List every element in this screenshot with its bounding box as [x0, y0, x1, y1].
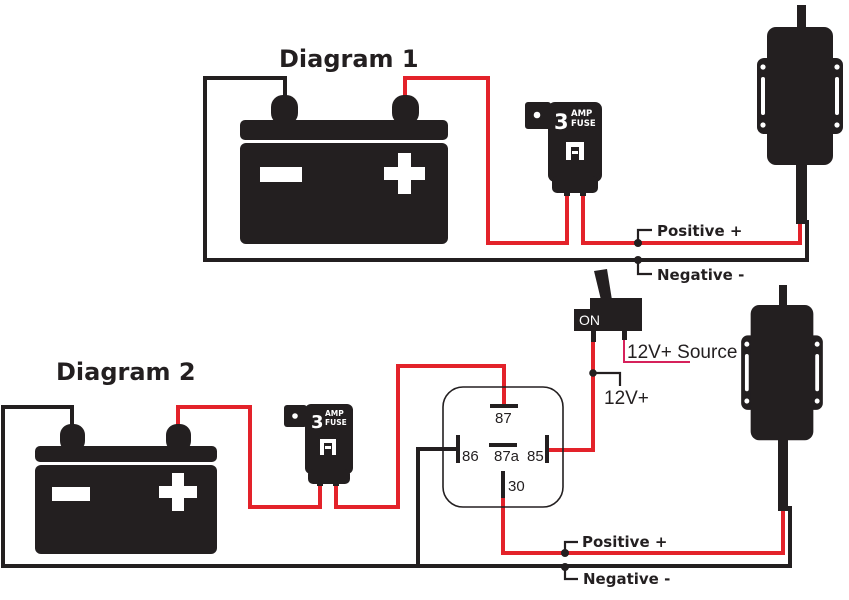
- d1-fuse-type: FUSE: [571, 119, 596, 129]
- switch-lever: [594, 269, 612, 300]
- relay-pin-30-label: 30: [508, 478, 525, 495]
- relay-85-terminal: [545, 435, 549, 463]
- d2-relay-86-ground-wire: [416, 447, 457, 568]
- switch-on-label: ON: [579, 312, 600, 328]
- d1-negative-label: Negative -: [657, 266, 744, 284]
- d2-battery-to-fuse-wire: [176, 405, 322, 509]
- relay-30-terminal: [501, 471, 505, 498]
- diagram-2-title: Diagram 2: [56, 358, 196, 386]
- d1-fuse-unit: AMP: [571, 109, 592, 119]
- d2-fuse-rating: 3: [311, 412, 324, 433]
- d1-positive-callout: Positive +: [634, 222, 742, 247]
- relay-86-terminal: [456, 435, 460, 463]
- d2-plus-symbol: [159, 473, 197, 511]
- d2-negative-label: Negative -: [583, 570, 670, 588]
- d1-negative-wire: [203, 76, 809, 262]
- d1-fuse-rating: 3: [554, 110, 569, 134]
- d2-battery-icon: [35, 424, 217, 554]
- d2-12v-callout: 12V+: [589, 369, 649, 409]
- d2-positive-callout: Positive +: [561, 533, 667, 557]
- d2-relay-30-to-device-wire: [501, 488, 785, 555]
- relay-87a-terminal: [489, 443, 517, 447]
- d2-fuse-unit: AMP: [325, 409, 344, 418]
- d1-negative-callout: Negative -: [634, 256, 744, 284]
- d2-source-wire: [623, 340, 690, 363]
- d2-minus-symbol: [52, 487, 90, 501]
- d2-toggle-switch-icon: ON: [574, 269, 642, 342]
- d1-fuse-icon: 3 AMP FUSE: [525, 102, 602, 196]
- d1-fuse-to-device-wire: [581, 188, 802, 245]
- d2-positive-label: Positive +: [582, 533, 667, 551]
- diagram-1-title: Diagram 1: [279, 45, 419, 73]
- d1-plus-symbol: [384, 153, 425, 194]
- d2-source-label: 12V+ Source: [627, 342, 737, 363]
- d1-battery-icon: [240, 95, 448, 244]
- diagram-1: Diagram 1 3 AMP FUSE: [203, 5, 843, 284]
- d2-fuse-type: FUSE: [325, 418, 347, 427]
- d1-minus-symbol: [260, 167, 302, 182]
- relay-pin-87-label: 87: [495, 410, 512, 427]
- relay-87-terminal: [490, 404, 518, 408]
- d2-12v-label: 12V+: [604, 388, 649, 409]
- d2-negative-wire: [1, 405, 792, 568]
- d2-device-icon: [741, 285, 823, 511]
- d1-device-icon: [757, 5, 843, 224]
- d2-relay-icon: 87 86 87a 85 30: [442, 386, 564, 508]
- d1-battery-to-fuse-wire: [403, 76, 569, 245]
- d2-negative-callout: Negative -: [561, 563, 670, 588]
- relay-pin-87a-label: 87a: [494, 448, 520, 465]
- relay-pin-85-label: 85: [527, 448, 544, 465]
- diagram-2: Diagram 2 3: [1, 269, 823, 588]
- relay-pin-86-label: 86: [462, 448, 479, 465]
- d2-fuse-to-relay-87-wire: [334, 364, 506, 509]
- d1-positive-label: Positive +: [657, 222, 742, 240]
- d2-fuse-icon: 3 AMP FUSE: [284, 404, 353, 486]
- d2-switch-to-relay-85-wire: [547, 338, 595, 452]
